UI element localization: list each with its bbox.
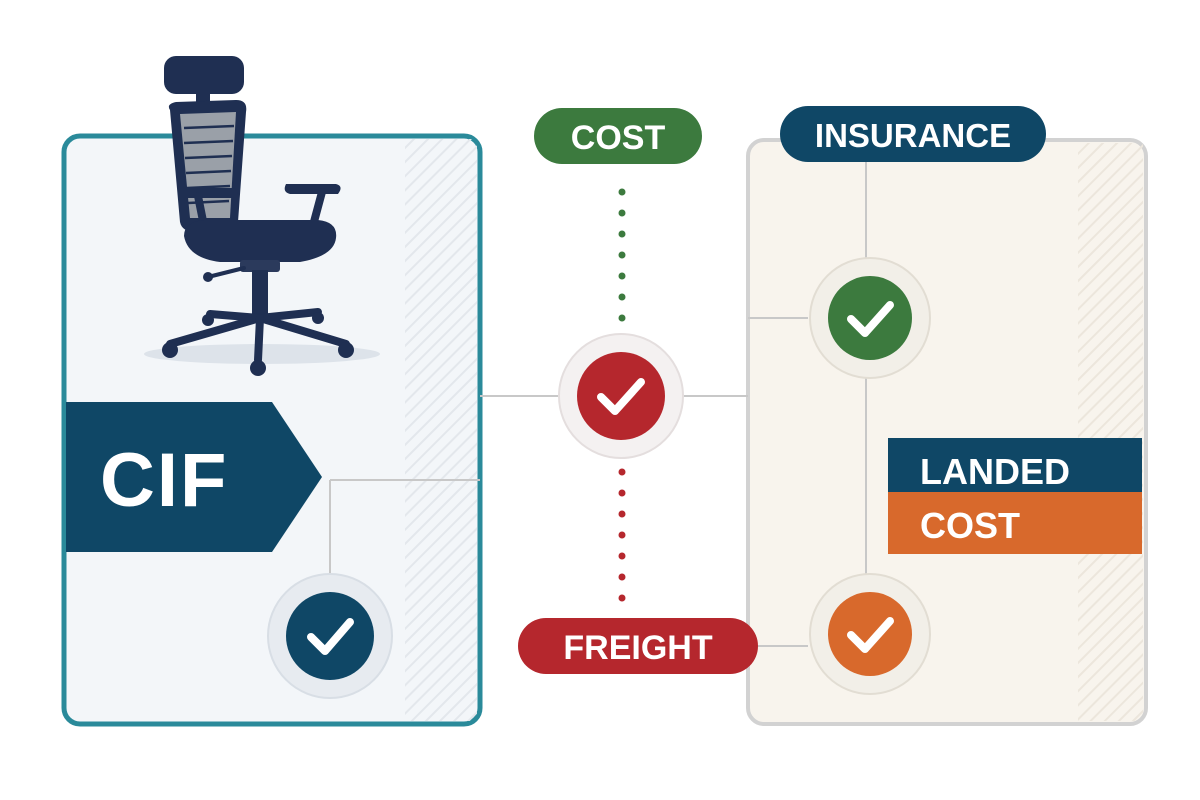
cif-label: CIF <box>100 438 228 523</box>
dotted-line-green <box>618 188 626 322</box>
freight-label: FREIGHT <box>563 629 712 667</box>
check-icon <box>847 301 894 337</box>
check-icon <box>307 618 354 655</box>
dotted-line-red <box>618 468 626 602</box>
connector-lines <box>329 160 867 647</box>
cost-line-label: COST <box>920 505 1020 546</box>
cost-pill: COST <box>534 108 702 164</box>
right-panel <box>746 138 1148 726</box>
insurance-pill: INSURANCE <box>780 106 1046 162</box>
left-panel-hatch <box>405 139 477 721</box>
landed-label: LANDED <box>920 451 1070 492</box>
cif-badge-shape <box>66 402 322 552</box>
cif-badge: CIF <box>66 402 322 552</box>
check-badge-center <box>558 333 684 459</box>
right-panel-hatch <box>1078 143 1143 721</box>
freight-pill: FREIGHT <box>518 618 758 674</box>
check-badge-freight <box>809 573 931 695</box>
check-icon <box>847 617 894 653</box>
cost-label: COST <box>571 119 666 157</box>
insurance-label: INSURANCE <box>815 117 1011 154</box>
check-badge-cif <box>267 573 393 699</box>
office-chair-illustration <box>144 56 380 376</box>
check-icon <box>597 378 645 415</box>
check-badge-insurance <box>809 257 931 379</box>
landed-cost-block: LANDED COST <box>888 438 1142 554</box>
